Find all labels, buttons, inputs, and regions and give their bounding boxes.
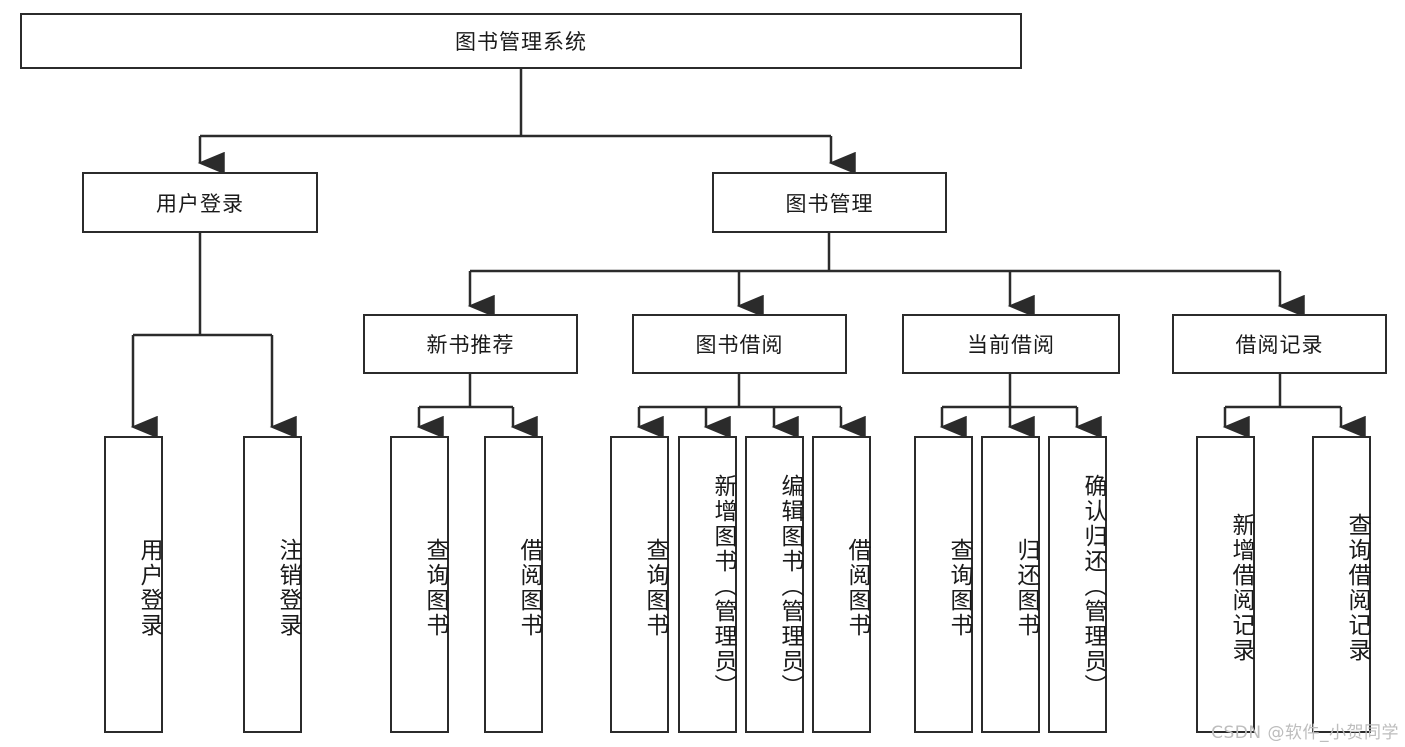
node-current-borrow[interactable]: 当前借阅 xyxy=(902,314,1120,374)
node-user-login[interactable]: 用户登录 xyxy=(82,172,318,233)
node-book-borrow[interactable]: 图书借阅 xyxy=(632,314,847,374)
node-label: 新书推荐 xyxy=(426,333,515,357)
leaf-edit-book-admin[interactable]: 编辑图书（管理员） xyxy=(745,436,804,733)
node-label: 查询借阅记录 xyxy=(1344,512,1370,663)
node-label: 用户登录 xyxy=(156,191,244,216)
leaf-query-book-borrow[interactable]: 查询图书 xyxy=(610,436,669,733)
node-label: 借阅记录 xyxy=(1235,333,1324,357)
node-root-system[interactable]: 图书管理系统 xyxy=(20,13,1022,69)
node-label: 查询图书 xyxy=(946,537,972,638)
leaf-logout-login[interactable]: 注销登录 xyxy=(243,436,302,733)
node-label: 当前借阅 xyxy=(967,333,1055,357)
node-label: 图书借阅 xyxy=(695,333,784,357)
node-book-management[interactable]: 图书管理 xyxy=(712,172,947,233)
leaf-query-borrow-record[interactable]: 查询借阅记录 xyxy=(1312,436,1371,733)
node-borrow-record[interactable]: 借阅记录 xyxy=(1172,314,1387,374)
leaf-add-book-admin[interactable]: 新增图书（管理员） xyxy=(678,436,737,733)
node-label: 新增借阅记录 xyxy=(1228,512,1254,663)
leaf-user-login[interactable]: 用户登录 xyxy=(104,436,163,733)
node-label: 查询图书 xyxy=(422,537,448,638)
node-new-book-recommend[interactable]: 新书推荐 xyxy=(363,314,578,374)
node-label: 图书管理 xyxy=(785,191,874,216)
leaf-borrow-book-borrow[interactable]: 借阅图书 xyxy=(812,436,871,733)
leaf-return-book[interactable]: 归还图书 xyxy=(981,436,1040,733)
node-label: 归还图书 xyxy=(1013,537,1039,638)
node-label: 图书管理系统 xyxy=(455,30,587,54)
node-label: 确认归还（管理员） xyxy=(1080,474,1106,699)
leaf-confirm-return-admin[interactable]: 确认归还（管理员） xyxy=(1048,436,1107,733)
node-label: 查询图书 xyxy=(642,537,668,638)
node-label: 借阅图书 xyxy=(516,537,542,638)
leaf-query-book-recommend[interactable]: 查询图书 xyxy=(390,436,449,733)
leaf-add-borrow-record[interactable]: 新增借阅记录 xyxy=(1196,436,1255,733)
leaf-query-book-current[interactable]: 查询图书 xyxy=(914,436,973,733)
node-label: 用户登录 xyxy=(136,537,162,638)
node-label: 新增图书（管理员） xyxy=(710,474,736,699)
watermark: CSDN @软件_小贺同学 xyxy=(1211,723,1399,743)
node-label: 借阅图书 xyxy=(844,537,870,638)
leaf-borrow-book-recommend[interactable]: 借阅图书 xyxy=(484,436,543,733)
node-label: 注销登录 xyxy=(275,537,301,638)
node-label: 编辑图书（管理员） xyxy=(777,474,803,699)
